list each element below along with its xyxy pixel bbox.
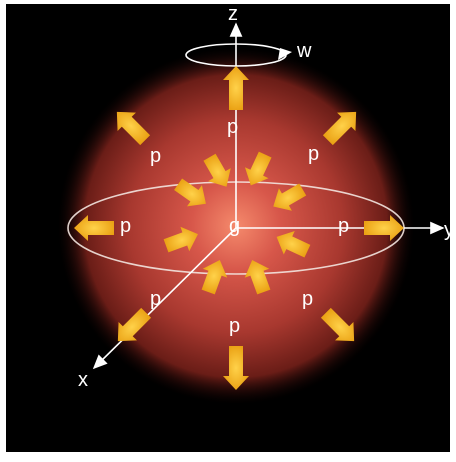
arrow-out-left-icon bbox=[74, 215, 114, 241]
x-axis bbox=[92, 227, 237, 370]
arrow-out-bottom-icon bbox=[223, 346, 249, 390]
arrow-in-3-icon bbox=[174, 178, 206, 207]
arrow-in-4-icon bbox=[273, 183, 307, 211]
pressure-label-right: p bbox=[338, 215, 349, 237]
pressure-label-left: p bbox=[120, 215, 131, 237]
rotation-arrow-icon bbox=[278, 48, 292, 60]
pressure-label-top: p bbox=[227, 116, 238, 138]
y-axis-label: y bbox=[444, 219, 454, 241]
arrow-in-8-icon bbox=[244, 260, 271, 295]
pressure-label-upper-right: p bbox=[308, 143, 319, 165]
arrow-in-1-icon bbox=[203, 153, 231, 187]
arrow-in-2-icon bbox=[244, 151, 272, 186]
pressure-label-bottom: p bbox=[229, 315, 240, 337]
arrow-out-right-icon bbox=[364, 215, 404, 241]
pressure-label-upper-left: p bbox=[150, 145, 161, 167]
center-label: g bbox=[229, 215, 240, 237]
z-axis-label: z bbox=[228, 3, 238, 25]
arrow-out-lower-right-icon bbox=[320, 307, 355, 342]
pressure-label-lower-left: p bbox=[150, 288, 161, 310]
arrow-out-top-icon bbox=[223, 66, 249, 110]
arrow-out-upper-right-icon bbox=[322, 111, 357, 146]
arrow-in-6-icon bbox=[276, 230, 311, 258]
x-axis-label: x bbox=[78, 369, 88, 391]
arrow-out-lower-left-icon bbox=[117, 307, 152, 342]
arrow-out-upper-left-icon bbox=[116, 111, 151, 146]
arrow-in-7-icon bbox=[201, 260, 228, 295]
pressure-label-lower-right: p bbox=[302, 288, 313, 310]
arrow-in-5-icon bbox=[163, 226, 198, 253]
rotation-label: w bbox=[296, 40, 312, 62]
force-arrows bbox=[74, 66, 404, 390]
